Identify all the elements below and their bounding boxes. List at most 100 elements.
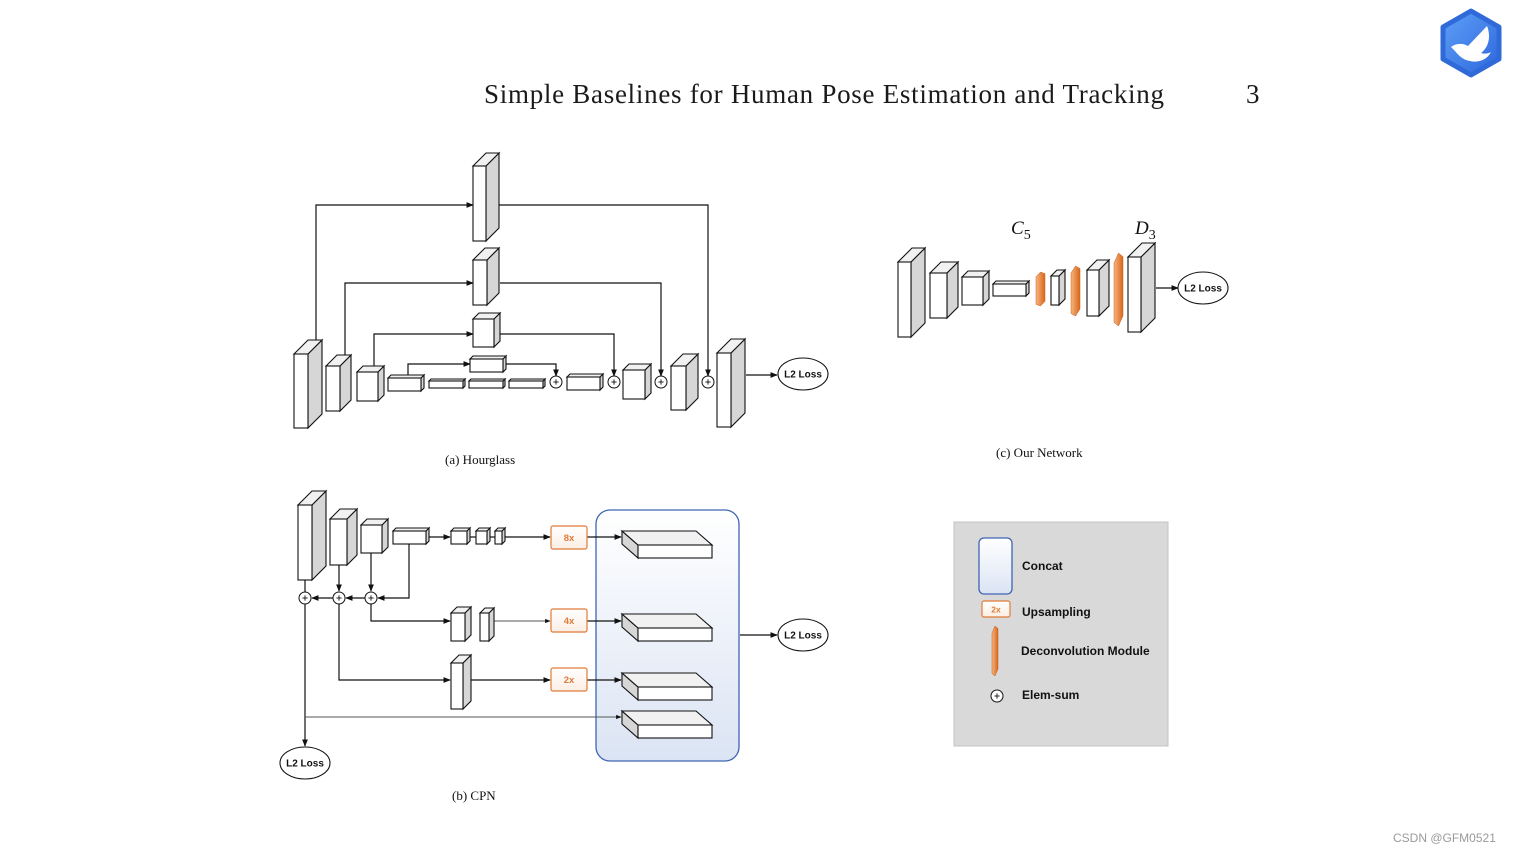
feature-block [565,372,605,392]
block-front-face [670,365,687,411]
block-front-face [566,376,601,391]
feature-block [292,338,324,430]
upsampling-label: 2x [991,604,1001,614]
our-network-diagram: L2 Loss [896,241,1229,339]
skip-block [471,151,501,243]
app-logo[interactable] [1440,8,1502,78]
block-side-face [485,151,500,243]
feature-block [478,606,496,643]
l2-loss-node: L2 Loss [1177,271,1229,305]
block-front-face [475,530,488,545]
loss-ellipse [279,746,331,780]
deconvolution-module-icon [1070,265,1081,317]
block-front-face [961,276,984,306]
block-front-face [356,371,379,402]
upsampling-box [550,667,588,692]
legend-label-concat: Concat [1022,559,1063,573]
branch-connection [338,604,451,683]
feature-block [1049,268,1067,307]
feature-block [427,377,467,390]
loss-label: L2 Loss [784,370,822,381]
feature-block [669,352,700,412]
block-front-face [392,530,427,545]
block-front-face [469,358,504,373]
feature-block [1085,258,1111,318]
block-front-face [992,283,1027,297]
deconvolution-module-icon [1035,271,1046,307]
upsampling-label: 4x [564,616,575,627]
elem-sum-icon [990,689,1004,703]
slab-top-face [620,530,714,546]
upsampling-box [550,608,588,633]
feature-block [621,362,653,401]
block-front-face [329,518,348,566]
slab-front-face [637,724,713,739]
l2-loss-node: L2 Loss [777,618,829,652]
feature-block [991,279,1031,298]
upsampling-box [981,600,1011,618]
cpn-caption: (b) CPN [452,788,496,803]
page-number: 3 [1246,79,1260,109]
block-front-face [1050,275,1060,306]
loss-ellipse [777,357,829,391]
block-front-face [450,530,468,545]
slab-top-face [620,672,714,688]
l2-loss-node: L2 Loss [279,746,331,780]
loss-label: L2 Loss [286,759,324,770]
elem-sum-icon [364,591,378,605]
loss-ellipse [1177,271,1229,305]
upsampling-2x: 2x [550,667,588,692]
feature-block [355,364,386,403]
upsampling-box-icon: 2x [981,600,1011,618]
elem-sum-icon [654,375,668,389]
feature-block [1126,241,1157,334]
loss-label: L2 Loss [784,631,822,642]
feature-block [896,246,927,339]
feature-block [960,269,991,307]
block-front-face [622,369,646,400]
block-front-face [494,530,503,545]
feature-block [449,526,472,546]
hourglass-caption: (a) Hourglass [445,452,515,467]
feature-block [507,377,547,390]
elem-sum-icon [298,591,312,605]
concat-feature-slab [620,709,714,740]
block-front-face [297,504,313,581]
block-side-face [311,489,327,582]
slab-top-face [620,613,714,629]
skip-connection-4-in [407,361,471,376]
skip-connection-2-out [500,282,664,377]
elem-sum-icon [332,591,346,605]
feature-block [359,517,390,555]
encoder-output-subscript: 5 [1024,228,1031,243]
deconvolution-module-icon [991,625,999,677]
concat-feature-slab [620,529,714,560]
concat-box-icon [978,537,1013,595]
skip-connection-1-out [499,204,711,377]
block-front-face [293,353,309,429]
block-side-face [1140,241,1156,334]
deconvolution-module-icon [1113,252,1124,327]
elem-sum-icon [549,375,563,389]
block-front-face [929,272,948,319]
loss-label: L2 Loss [1184,284,1222,295]
bird-icon [1451,26,1491,62]
block-front-face [1086,269,1100,317]
legend-label-upsampling: Upsampling [1022,605,1091,619]
l2-loss-node: L2 Loss [777,357,829,391]
skip-connection-3-out [500,333,617,377]
block-front-face [716,352,732,428]
encoder-output-label: C5 [1011,218,1031,243]
loss-ellipse [777,618,829,652]
upsampling-4x: 4x [550,608,588,633]
block-front-face [450,662,464,710]
lateral-connection [377,544,410,601]
our-network-caption: (c) Our Network [996,445,1083,460]
concat-feature-slab [620,612,714,643]
feature-block [449,605,473,643]
skip-connection-4-out [506,363,559,377]
feature-block [386,373,426,393]
skip-block [471,246,501,307]
feature-block [474,526,492,546]
skip-block [471,311,502,349]
